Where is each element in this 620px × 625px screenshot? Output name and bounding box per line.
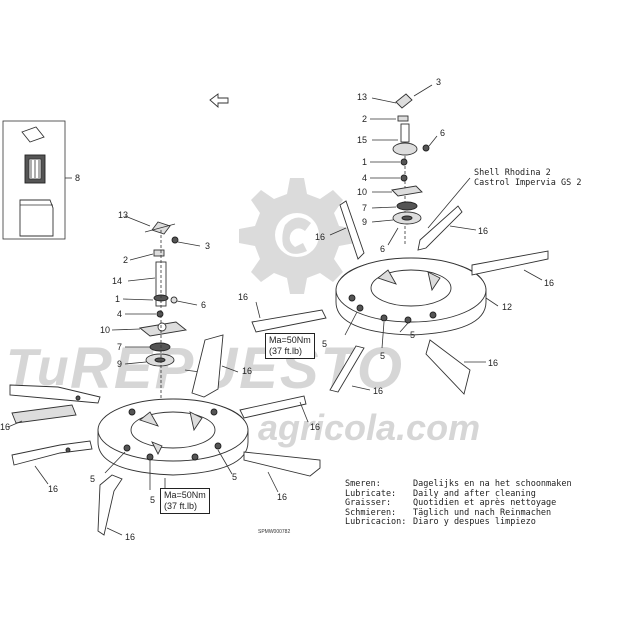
left-label-4: 4 bbox=[117, 309, 122, 319]
lubrication-lang: Lubricate: bbox=[345, 488, 397, 499]
lubrication-row: Lubricate: Daily and after cleaning bbox=[345, 488, 572, 500]
kit-frame bbox=[2, 120, 66, 240]
left-label-13: 13 bbox=[118, 210, 128, 220]
right-knife-nw bbox=[339, 200, 365, 260]
left-label-6: 6 bbox=[201, 300, 206, 310]
left-label-16e: 16 bbox=[310, 422, 320, 432]
right-hub-13 bbox=[395, 93, 413, 109]
right-label-9: 9 bbox=[362, 217, 367, 227]
right-label-16e: 16 bbox=[373, 386, 383, 396]
right-label-16c: 16 bbox=[544, 278, 554, 288]
kit-filter bbox=[24, 154, 46, 184]
lubrication-row: Lubricacion: Diaro y despues limpiezo bbox=[345, 518, 572, 528]
right-label-16f: 16 bbox=[488, 358, 498, 368]
kit-card bbox=[21, 126, 45, 143]
lubrication-text: Täglich und nach Reinmachen bbox=[413, 507, 552, 518]
left-knife-e bbox=[239, 395, 307, 419]
lubrication-instructions: Smeren: Dagelijks en na het schoonmaken … bbox=[345, 479, 572, 528]
right-label-6a: 6 bbox=[440, 128, 445, 138]
lubrication-row: Schmieren: Täglich und nach Reinmachen bbox=[345, 507, 572, 519]
left-knife-n bbox=[191, 334, 224, 398]
kit-box: 8 bbox=[2, 120, 80, 240]
left-knife-se bbox=[243, 451, 321, 477]
right-label-2: 2 bbox=[362, 114, 367, 124]
lubrication-lang: Graisser: bbox=[345, 498, 392, 509]
grease-spec: Shell Rhodina 2 Castrol Impervia GS 2 bbox=[474, 168, 582, 188]
watermark-domain: agricola.com bbox=[258, 407, 480, 448]
lubrication-text: Daily and after cleaning bbox=[413, 488, 536, 499]
left-label-16b: 16 bbox=[48, 484, 58, 494]
left-knife-w bbox=[11, 440, 93, 466]
right-label-10: 10 bbox=[357, 187, 367, 197]
left-label-16a: 16 bbox=[0, 422, 10, 432]
right-label-16d: 16 bbox=[238, 292, 248, 302]
left-label-1: 1 bbox=[115, 294, 120, 304]
left-label-5c: 5 bbox=[232, 472, 237, 482]
lubrication-row: Smeren: Dagelijks en na het schoonmaken bbox=[345, 479, 572, 490]
lubrication-text: Diaro y despues limpiezo bbox=[413, 517, 536, 528]
right-label-1: 1 bbox=[362, 157, 367, 167]
right-knife-se bbox=[425, 339, 471, 395]
direction-arrow-icon bbox=[209, 93, 229, 108]
right-rotor-assembly: 13 3 2 15 6 1 4 10 7 9 6 bbox=[238, 77, 554, 396]
left-label-16d: 16 bbox=[242, 366, 252, 376]
right-label-7: 7 bbox=[362, 203, 367, 213]
lubrication-lang: Smeren: bbox=[345, 479, 381, 489]
right-label-4: 4 bbox=[362, 173, 367, 183]
drawing-code: SPMW000782 bbox=[258, 529, 291, 535]
right-label-15: 15 bbox=[357, 135, 367, 145]
left-label-5b: 5 bbox=[150, 495, 155, 505]
torque-spec-left: Ma=50Nm (37 ft.lb) bbox=[160, 488, 210, 514]
right-knife-ne bbox=[417, 205, 463, 251]
right-knife-w bbox=[251, 309, 327, 333]
left-label-7: 7 bbox=[117, 342, 122, 352]
left-label-10: 10 bbox=[100, 325, 110, 335]
left-label-14: 14 bbox=[112, 276, 122, 286]
right-shaft bbox=[400, 123, 410, 143]
left-rotor-assembly: 13 3 2 14 6 1 4 10 7 9 bbox=[0, 210, 321, 542]
right-label-5b: 5 bbox=[380, 351, 385, 361]
lubrication-lang: Lubricacion: bbox=[345, 517, 407, 528]
left-label-3: 3 bbox=[205, 241, 210, 251]
left-knife-sw bbox=[97, 474, 123, 536]
right-label-3: 3 bbox=[436, 77, 441, 87]
right-label-5c: 5 bbox=[410, 330, 415, 340]
lubrication-text: Dagelijks en na het schoonmaken bbox=[413, 479, 572, 489]
left-label-2: 2 bbox=[123, 255, 128, 265]
watermark-gear-icon bbox=[239, 178, 355, 294]
right-label-13: 13 bbox=[357, 92, 367, 102]
right-knife-sw bbox=[329, 345, 365, 393]
left-label-9: 9 bbox=[117, 359, 122, 369]
right-label-5a: 5 bbox=[322, 339, 327, 349]
right-label-12: 12 bbox=[502, 302, 512, 312]
kit-bucket bbox=[19, 199, 54, 237]
lubrication-text: Quotidien et après nettoyage bbox=[413, 498, 557, 509]
right-label-16a: 16 bbox=[315, 232, 325, 242]
lubrication-lang: Schmieren: bbox=[345, 507, 397, 518]
left-label-5a: 5 bbox=[90, 474, 95, 484]
torque-spec-right: Ma=50Nm (37 ft.lb) bbox=[265, 333, 315, 359]
right-label-6b: 6 bbox=[380, 244, 385, 254]
label-8: 8 bbox=[75, 173, 80, 183]
right-knife-e bbox=[471, 250, 549, 276]
left-label-16c: 16 bbox=[125, 532, 135, 542]
right-label-16b: 16 bbox=[478, 226, 488, 236]
lubrication-row: Graisser: Quotidien et après nettoyage bbox=[345, 499, 572, 509]
left-label-16f: 16 bbox=[277, 492, 287, 502]
